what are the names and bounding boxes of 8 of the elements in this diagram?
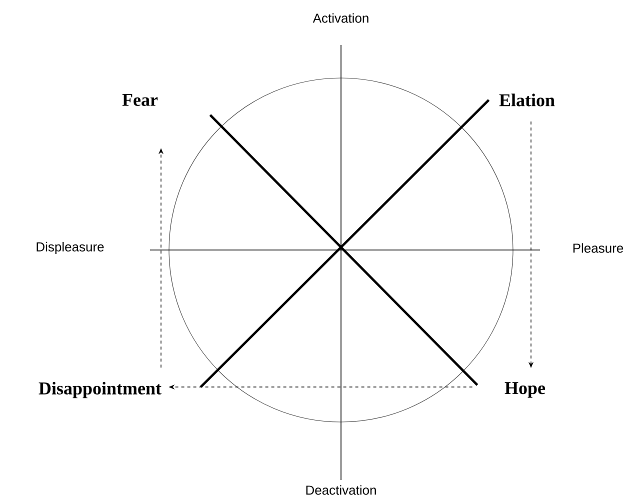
axis-label: Activation xyxy=(312,13,368,23)
emotion-label: Fear xyxy=(122,94,158,106)
emotion-label: Disappointment xyxy=(38,382,162,398)
axis-label: Pleasure xyxy=(573,243,624,253)
axis-label: Displeasure xyxy=(36,242,104,254)
axis-label: Deactivation xyxy=(306,485,376,495)
emotion-label: Hope xyxy=(504,382,546,398)
emotion-label: Elation xyxy=(499,94,555,106)
